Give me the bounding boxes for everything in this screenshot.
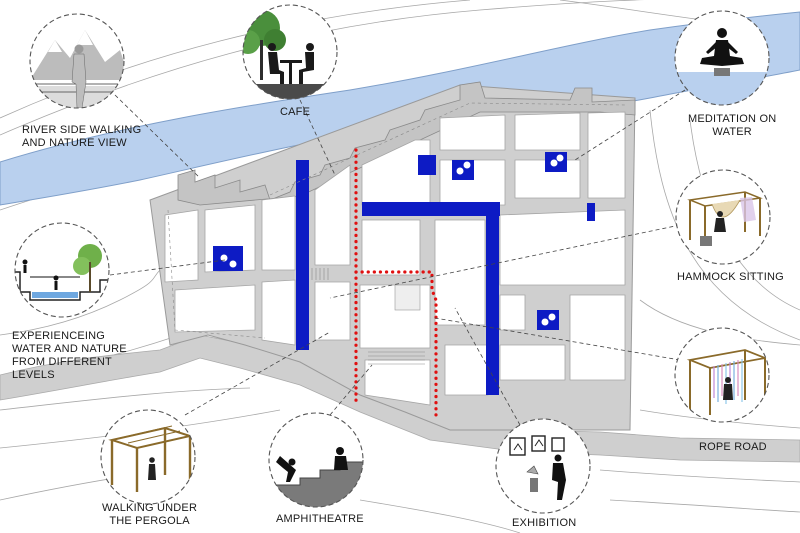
experience-vignette bbox=[14, 222, 110, 318]
rope-road-vignette bbox=[674, 327, 770, 423]
label-experience: EXPERIENCEING WATER AND NATURE FROM DIFF… bbox=[12, 330, 127, 381]
walking-route bbox=[354, 148, 438, 422]
label-meditation: MEDITATION ON WATER bbox=[688, 113, 777, 138]
label-cafe: CAFE bbox=[280, 106, 311, 118]
water-level-section-icon bbox=[15, 244, 109, 301]
building-plan bbox=[149, 81, 636, 431]
gallery-visitor-icon bbox=[509, 435, 566, 500]
label-pergola: WALKING UNDER THE PERGOLA bbox=[102, 502, 198, 527]
hammock-icon bbox=[687, 191, 763, 246]
pergola-vignette bbox=[100, 409, 196, 505]
rope-canopy-icon bbox=[686, 349, 769, 415]
road-band bbox=[0, 334, 800, 463]
hammock-vignette bbox=[675, 169, 771, 265]
exhibition-vignette bbox=[495, 418, 591, 514]
water-channels bbox=[213, 152, 595, 395]
label-amphitheatre: AMPHITHEATRE bbox=[276, 513, 364, 525]
label-exhibition: EXHIBITION bbox=[512, 517, 577, 529]
label-hammock: HAMMOCK SITTING bbox=[677, 271, 784, 283]
leader-lines bbox=[109, 89, 686, 426]
cafe-vignette bbox=[242, 4, 338, 100]
label-rope-road: ROPE ROAD bbox=[699, 441, 767, 453]
amphitheatre-vignette bbox=[268, 412, 364, 508]
label-riverside: RIVER SIDE WALKING AND NATURE VIEW bbox=[22, 124, 142, 149]
riverside-vignette bbox=[29, 13, 125, 109]
